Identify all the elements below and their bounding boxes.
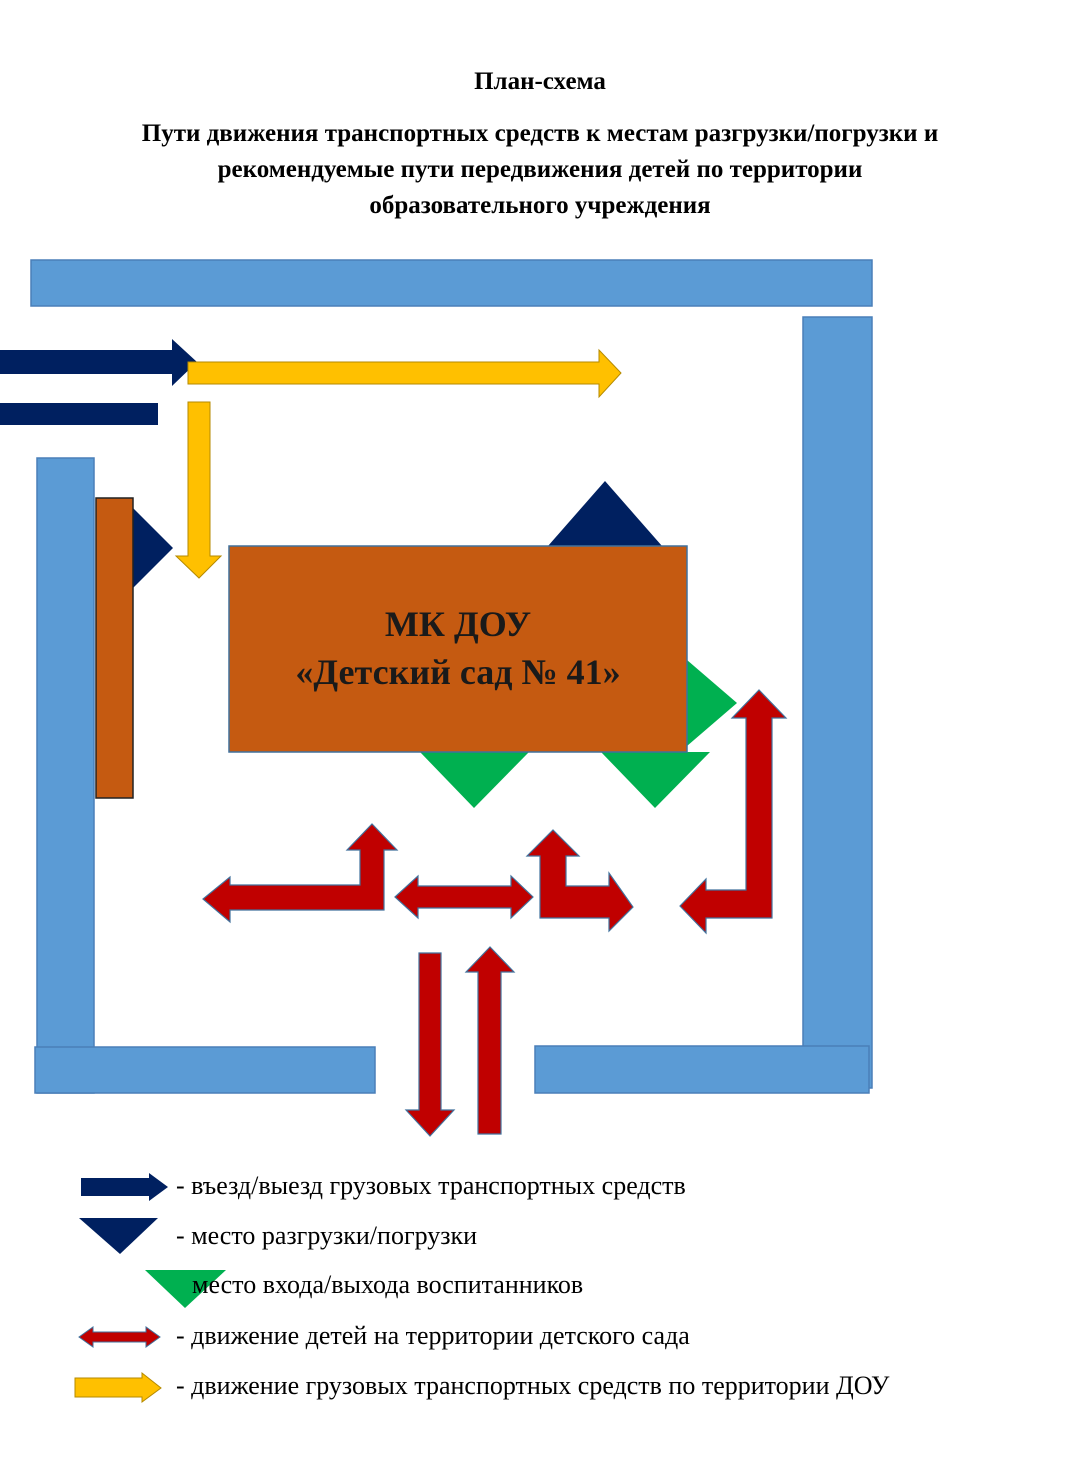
side-building — [95, 497, 134, 799]
building-name-line-2: «Детский сад № 41» — [295, 652, 621, 692]
legend-unloading: - место разгрузки/погрузки — [176, 1221, 478, 1250]
building-name-line-1: МК ДОУ — [384, 604, 532, 644]
fence — [30, 259, 873, 1094]
children-path-double — [394, 874, 534, 920]
navy-arrow-icon — [81, 1173, 168, 1201]
fence-left — [36, 457, 95, 1094]
unloading-triangle-left — [133, 508, 173, 588]
main-building — [228, 545, 688, 753]
plan-subtitle: Пути движения транспортных средств к мес… — [0, 116, 1080, 224]
subtitle-line-1: Пути движения транспортных средств к мес… — [141, 120, 939, 147]
green-triangle-icon — [145, 1270, 226, 1308]
fence-top — [30, 259, 873, 307]
unloading-places — [133, 481, 662, 588]
subtitle-line-3: образовательного учреждения — [369, 192, 711, 219]
truck-entry-arrow — [0, 339, 197, 386]
children-paths — [202, 689, 788, 1137]
children-path-turn-left — [202, 823, 399, 924]
truck-entry — [0, 339, 197, 425]
truck-exit-bar — [0, 403, 158, 425]
entry-triangle-right — [687, 660, 737, 746]
legend-truck-path: - движение грузовых транспортных средств… — [176, 1371, 890, 1400]
fence-bottom-right — [534, 1045, 870, 1094]
truck-path-arrow-right — [187, 348, 622, 399]
yellow-arrow-icon — [74, 1371, 162, 1403]
children-path-turn-up — [679, 689, 788, 935]
unloading-triangle-top — [548, 481, 662, 546]
children-path-split — [525, 829, 634, 933]
fence-right — [802, 316, 873, 1089]
building-label: МК ДОУ «Детский сад № 41» — [229, 600, 687, 696]
navy-triangle-icon — [79, 1218, 158, 1254]
children-path-up — [464, 946, 516, 1135]
fence-bottom-left — [34, 1046, 376, 1094]
legend-icons — [74, 1173, 226, 1403]
truck-path — [174, 348, 622, 579]
plan-title: План-схема — [474, 68, 606, 95]
entry-triangle-bottom-2 — [601, 752, 710, 808]
red-double-arrow-icon — [78, 1326, 161, 1348]
legend-truck-entry: - въезд/выезд грузовых транспортных сред… — [176, 1171, 686, 1200]
legend-children-entry: место входа/выхода воспитанников — [192, 1270, 584, 1299]
subtitle-line-2: рекомендуемые пути передвижения детей по… — [217, 156, 863, 183]
legend-children-path: - движение детей на территории детского … — [176, 1321, 690, 1350]
entry-triangle-bottom-1 — [420, 752, 529, 808]
children-path-down — [404, 952, 456, 1137]
children-entries — [420, 660, 737, 808]
truck-path-arrow-down — [174, 401, 223, 579]
